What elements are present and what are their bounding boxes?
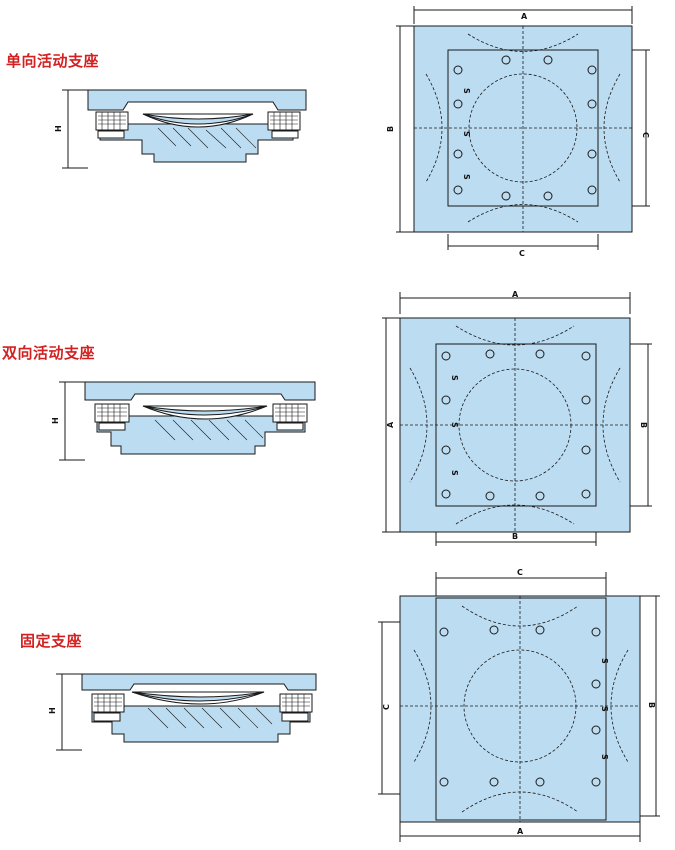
- plan-view-1: A C B C S S S: [386, 6, 650, 258]
- section-view-2: H: [51, 381, 316, 461]
- label-b-right-3: B: [647, 702, 656, 708]
- label-a-top-1: A: [521, 12, 528, 21]
- label-s-2c: S: [450, 470, 459, 476]
- section-view-1: H: [54, 89, 307, 169]
- label-h-1: H: [54, 125, 63, 132]
- label-b-right-2: B: [639, 422, 648, 428]
- label-s-3c: S: [600, 754, 609, 760]
- title-fixed: 固定支座: [20, 632, 83, 650]
- plan-view-2: A B A B S S S: [382, 290, 652, 546]
- label-s-2b: S: [450, 422, 459, 428]
- label-c-bottom-1: C: [519, 249, 525, 258]
- label-a-bottom-3: A: [517, 827, 524, 836]
- label-a-left-2: A: [386, 421, 395, 428]
- label-s-2a: S: [450, 375, 459, 381]
- label-h-3: H: [48, 707, 57, 714]
- label-s-3a: S: [600, 658, 609, 664]
- label-s-1b: S: [462, 131, 471, 137]
- label-s-1c: S: [462, 174, 471, 180]
- label-b-left-1: B: [386, 126, 395, 132]
- label-b-bottom-2: B: [512, 532, 518, 541]
- label-h-2: H: [51, 417, 60, 424]
- label-s-1a: S: [462, 88, 471, 94]
- label-c-right-1: C: [641, 132, 650, 138]
- title-bidirectional: 双向活动支座: [2, 344, 96, 362]
- section-view-3: H: [48, 673, 317, 751]
- title-single-direction: 单向活动支座: [6, 52, 100, 70]
- label-a-top-2: A: [512, 290, 519, 299]
- label-c-left-3: C: [382, 704, 391, 710]
- plan-view-3: C A C B S S S: [378, 568, 660, 842]
- label-s-3b: S: [600, 706, 609, 712]
- label-c-top-3: C: [517, 568, 523, 577]
